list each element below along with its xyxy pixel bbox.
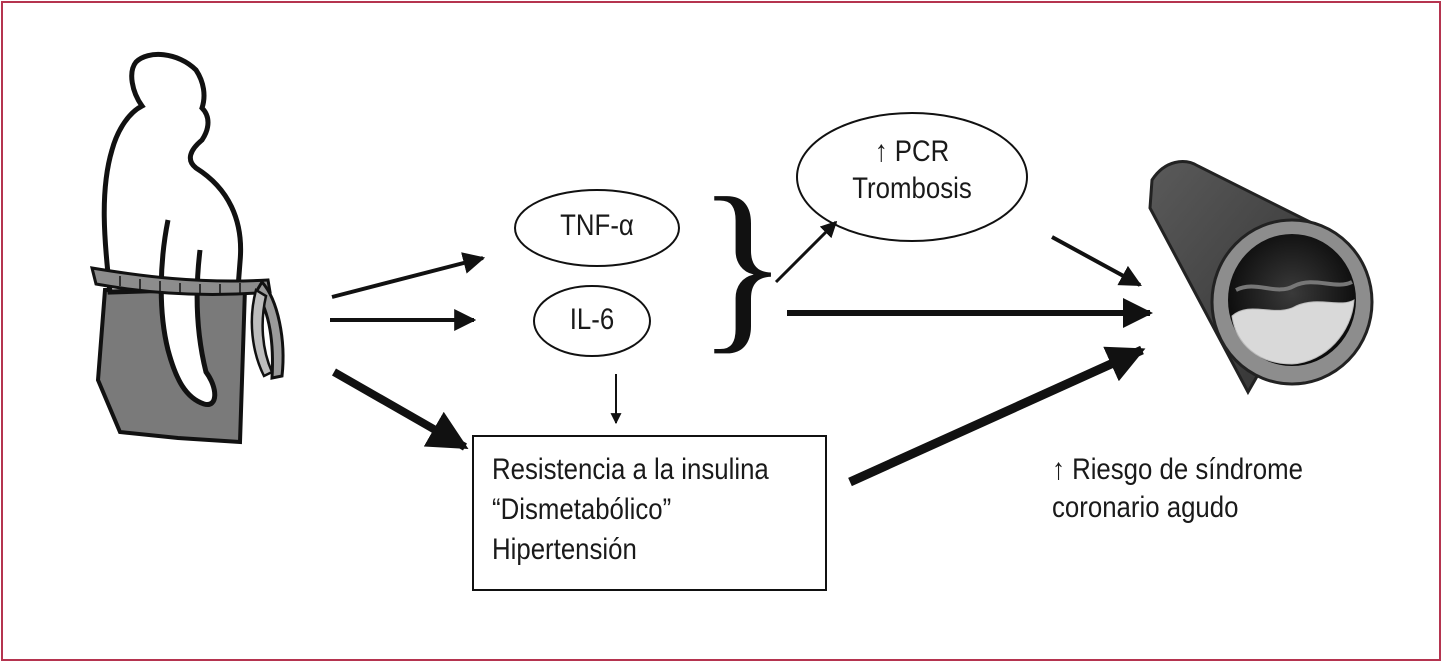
tnf-alpha-label: TNF-α [560,209,634,242]
obese-person-with-measuring-tape-icon [89,51,285,445]
artery-cross-section-icon [1148,160,1374,396]
arrow-person-to-tnf [331,252,486,299]
thrombosis-label: Trombosis [852,172,972,205]
arrow-pcr-to-artery [1051,235,1142,287]
arrow-person-to-resistance [332,368,469,451]
il6-ellipse [533,285,651,357]
insulin-resistance-box [472,435,827,591]
grouping-brace: } [697,160,789,370]
arrow-resistance-to-artery [848,345,1146,487]
resistance-line-3: Hipertensión [492,533,637,566]
risk-line-1: ↑ Riesgo de síndrome [1052,453,1303,486]
tnf-alpha-ellipse [514,189,680,267]
pcr-thrombosis-ellipse [796,112,1028,242]
arrow-brace-to-pcr [774,220,838,284]
risk-line-2: coronario agudo [1052,491,1239,524]
resistance-line-1: Resistencia a la insulina [492,453,769,486]
pcr-label: ↑ PCR [874,135,950,168]
il6-label: IL-6 [569,303,615,336]
resistance-line-2: “Dismetabólico” [492,493,672,526]
